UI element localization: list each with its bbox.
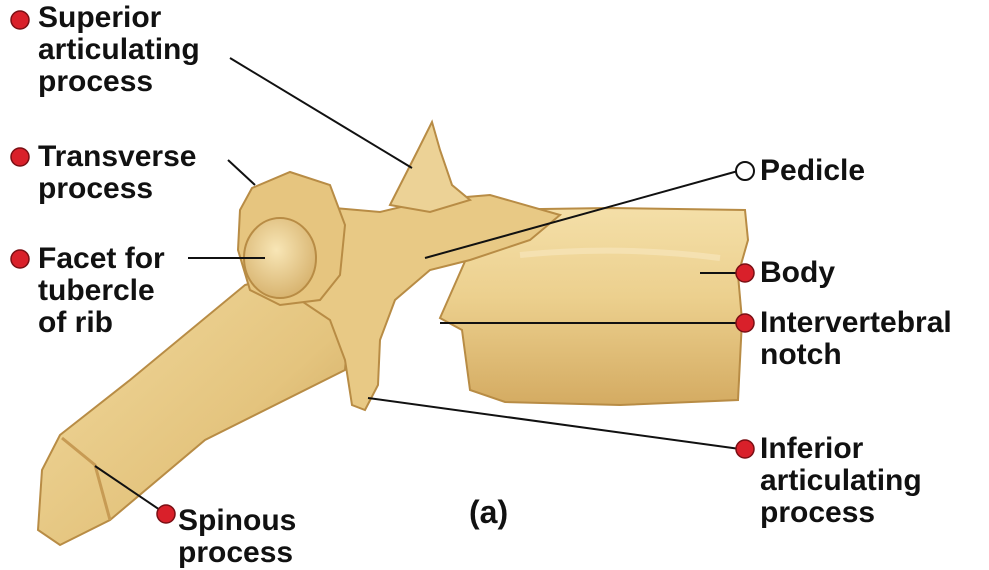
marker-superior-articulating [11,11,29,29]
leader-superior-articulating [230,58,412,168]
label-body: Body [760,257,835,289]
label-facet-for-tubercle-of-rib: Facet for tubercle of rib [38,243,165,339]
superior-articulating-process-shape [390,122,470,212]
marker-pedicle [736,162,754,180]
label-pedicle: Pedicle [760,155,865,187]
label-intervertebral-notch: Intervertebral notch [760,307,952,371]
marker-body [736,264,754,282]
label-inferior-articulating-process: Inferior articulating process [760,433,922,529]
figure-caption: (a) [469,494,508,531]
marker-intervertebral-notch [736,314,754,332]
marker-spinous [157,505,175,523]
label-spinous-process: Spinous process [178,505,296,569]
label-superior-articulating-process: Superior articulating process [38,2,200,98]
marker-facet [11,250,29,268]
marker-transverse [11,148,29,166]
marker-inferior-articulating [736,440,754,458]
leader-inferior-articulating [368,398,740,449]
label-transverse-process: Transverse process [38,141,196,205]
leader-transverse [228,160,255,185]
